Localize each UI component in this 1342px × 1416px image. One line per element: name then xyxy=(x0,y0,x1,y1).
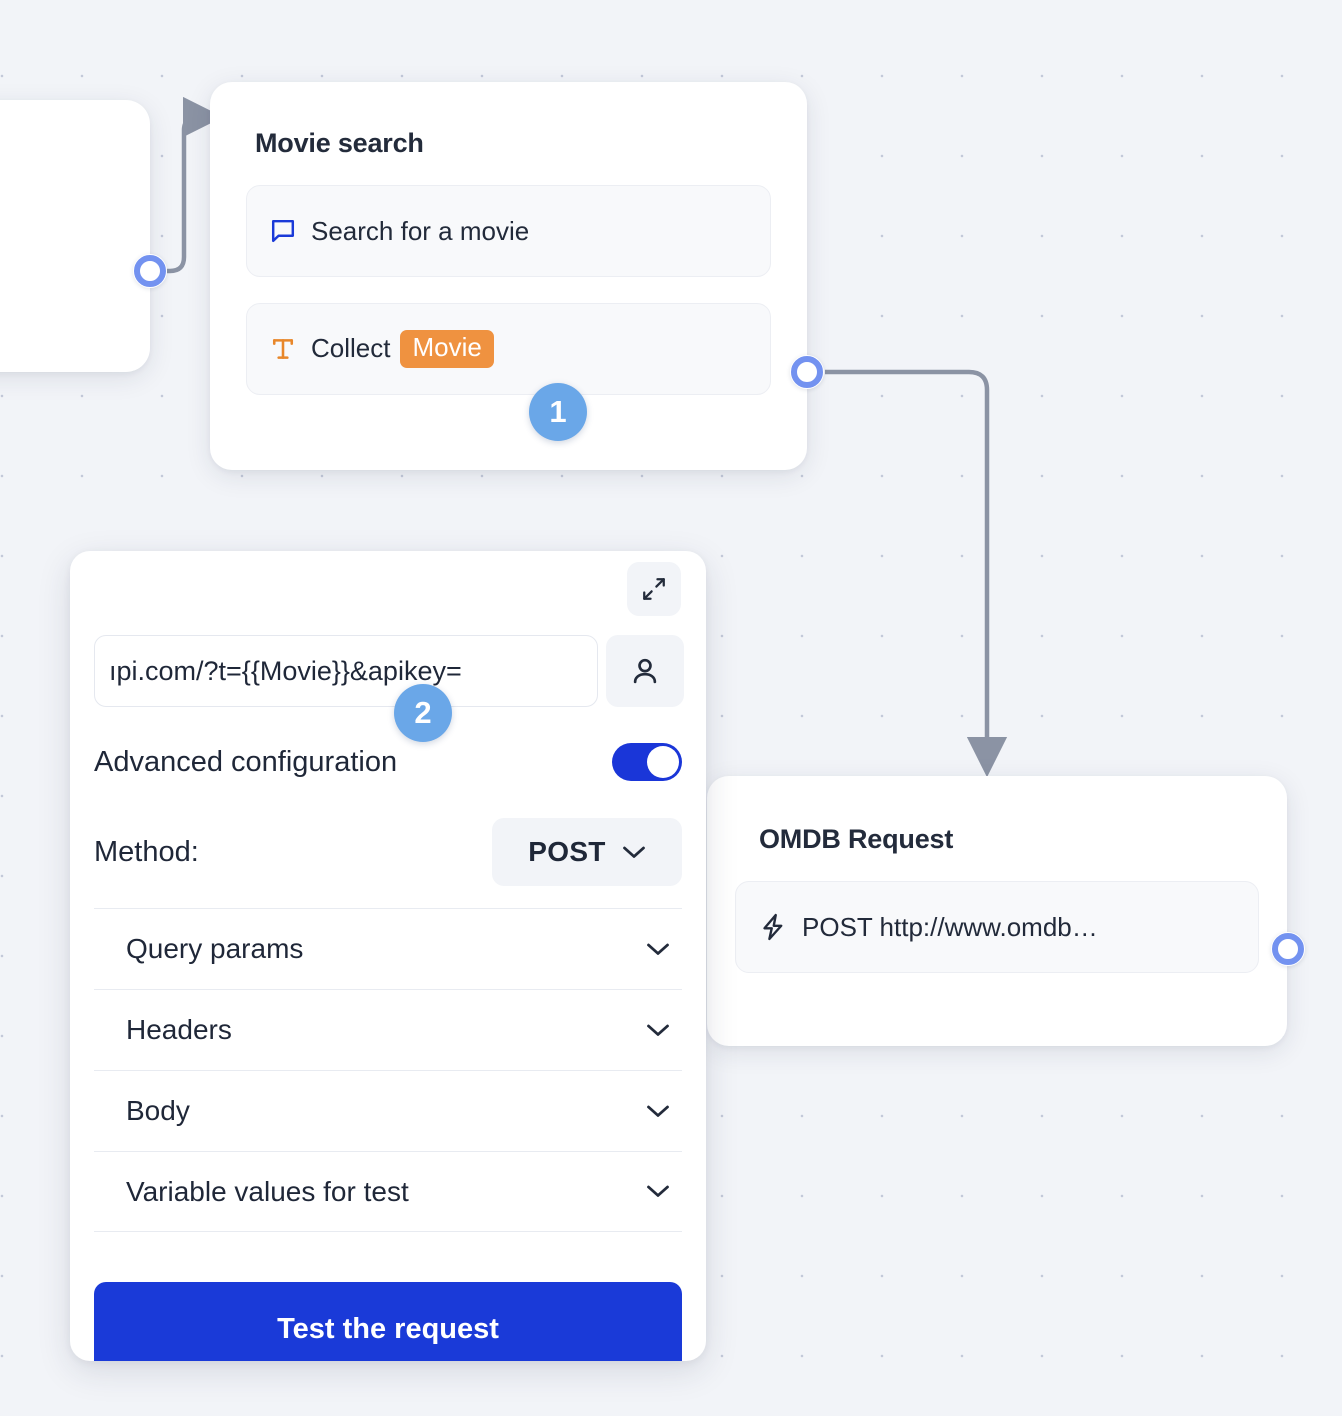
accordion-label: Body xyxy=(126,1095,190,1126)
connector-handle-omdb-output[interactable] xyxy=(1271,932,1305,966)
variable-chip-movie[interactable]: Movie xyxy=(400,330,494,368)
accordion-item-headers[interactable]: Headers xyxy=(94,989,682,1070)
expand-diagonal-icon xyxy=(641,576,667,602)
step-badge-1: 1 xyxy=(529,383,587,441)
chevron-down-icon xyxy=(646,1104,670,1119)
method-label: Method: xyxy=(94,835,199,868)
accordion-label: Headers xyxy=(126,1014,232,1045)
advanced-configuration-row: Advanced configuration xyxy=(94,743,682,781)
accordion-item-query-params[interactable]: Query params xyxy=(94,908,682,989)
person-icon xyxy=(629,655,661,687)
node-row-search-for-a-movie[interactable]: Search for a movie xyxy=(246,185,771,277)
chevron-down-icon xyxy=(646,1184,670,1199)
step-badge-2: 2 xyxy=(394,684,452,742)
node-title: Movie search xyxy=(255,128,424,158)
method-select[interactable]: POST xyxy=(492,818,682,886)
chevron-down-icon xyxy=(646,1023,670,1038)
method-row: Method: POST xyxy=(94,818,682,886)
chat-bubble-icon xyxy=(269,217,297,245)
accordion-label: Variable values for test xyxy=(126,1175,409,1207)
advanced-configuration-toggle[interactable] xyxy=(612,743,682,781)
text-t-icon xyxy=(269,335,297,363)
upstream-node-card[interactable] xyxy=(0,100,150,372)
connector-handle-upstream[interactable] xyxy=(133,254,167,288)
collect-prefix: Collect xyxy=(311,333,391,364)
config-accordion: Query params Headers Body xyxy=(94,908,682,1232)
connector-handle-movie-search-output[interactable] xyxy=(790,355,824,389)
accordion-item-variable-values-for-test[interactable]: Variable values for test xyxy=(94,1151,682,1232)
node-movie-search[interactable]: Movie search Search for a movie xyxy=(210,82,807,470)
request-url-input[interactable] xyxy=(94,635,598,707)
advanced-configuration-label: Advanced configuration xyxy=(94,745,398,778)
chevron-down-icon xyxy=(646,942,670,957)
node-row-label: POST http://www.omdb… xyxy=(802,911,1098,942)
node-row-label-collect: Collect Movie xyxy=(311,330,494,368)
node-row-collect-movie[interactable]: Collect Movie xyxy=(246,303,771,395)
accordion-item-body[interactable]: Body xyxy=(94,1070,682,1151)
node-row-post-request[interactable]: POST http://www.omdb… xyxy=(735,881,1259,973)
auth-profile-button[interactable] xyxy=(606,635,684,707)
request-config-panel[interactable]: Advanced configuration Method: POST Quer… xyxy=(70,551,706,1361)
node-title: OMDB Request xyxy=(759,824,954,854)
method-selected-value: POST xyxy=(528,836,606,867)
node-row-label: Search for a movie xyxy=(311,215,530,246)
accordion-label: Query params xyxy=(126,933,304,964)
lightning-bolt-icon xyxy=(758,912,788,942)
url-row xyxy=(94,635,684,707)
test-the-request-button[interactable]: Test the request xyxy=(94,1282,682,1361)
node-omdb-request[interactable]: OMDB Request POST http://www.omdb… xyxy=(707,776,1287,1046)
chevron-down-icon xyxy=(622,845,646,860)
expand-panel-button[interactable] xyxy=(627,562,681,616)
